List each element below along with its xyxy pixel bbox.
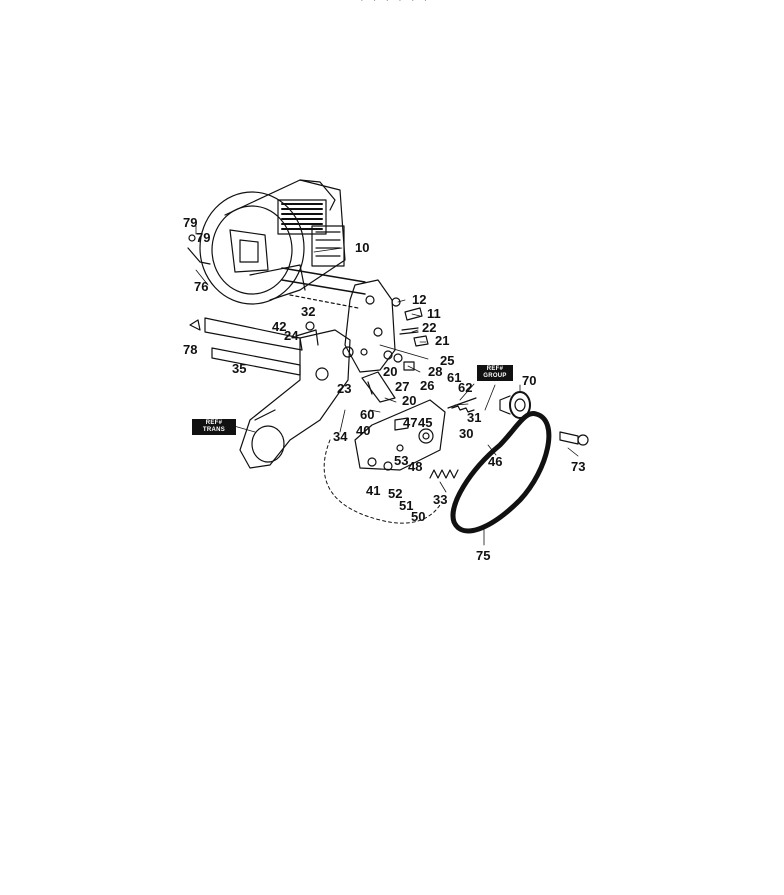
callout-40: 40 — [356, 423, 371, 438]
callout-62: 62 — [458, 380, 473, 395]
callout-78: 78 — [183, 342, 198, 357]
callout-21: 21 — [435, 333, 450, 348]
callout-34: 34 — [333, 429, 348, 444]
callout-46: 46 — [488, 454, 503, 469]
bolt-illustration — [559, 431, 589, 446]
ref-box-right-line1: REF# — [486, 366, 504, 372]
engine-illustration — [199, 179, 366, 309]
callout-50: 50 — [411, 509, 426, 524]
callout-11: 11 — [427, 306, 441, 321]
callout-26: 26 — [420, 378, 435, 393]
callout-25: 25 — [440, 353, 455, 368]
callout-23: 23 — [337, 381, 352, 396]
callout-53: 53 — [394, 453, 409, 468]
belt-illustration — [450, 411, 552, 534]
callout-12: 12 — [412, 292, 427, 307]
frame-arm-illustration — [204, 317, 354, 469]
callout-27: 27 — [395, 379, 410, 394]
ref-box-right: REF# GROUP — [477, 365, 513, 381]
callout-73: 73 — [571, 459, 586, 474]
callout-35: 35 — [232, 361, 247, 376]
callout-79b: 79 — [196, 230, 211, 245]
callout-45: 45 — [418, 415, 433, 430]
callout-79a: 79 — [183, 215, 198, 230]
routing-dashed-line — [323, 439, 441, 524]
ref-box-left-line2: TRANS — [202, 427, 226, 433]
callout-30: 30 — [459, 426, 474, 441]
callout-48: 48 — [408, 459, 423, 474]
callout-75: 75 — [476, 548, 491, 563]
callout-32: 32 — [301, 304, 316, 319]
callout-31: 31 — [467, 410, 482, 425]
hardware-parts — [187, 234, 429, 371]
leader-lines — [195, 225, 579, 546]
idler-bracket-illustration — [354, 399, 446, 471]
callout-51: 51 — [399, 498, 414, 513]
belt-guide-illustration — [361, 371, 396, 403]
callout-10: 10 — [355, 240, 370, 255]
callout-20a: 20 — [383, 364, 398, 379]
callout-47: 47 — [403, 415, 418, 430]
callout-60: 60 — [360, 407, 375, 422]
callout-52: 52 — [388, 486, 403, 501]
callout-24: 24 — [284, 328, 299, 343]
mounting-plate-illustration — [344, 279, 396, 373]
ref-box-right-line2: GROUP — [483, 373, 507, 379]
callout-70: 70 — [522, 373, 537, 388]
callout-41: 41 — [366, 483, 381, 498]
callout-42: 42 — [272, 319, 287, 334]
ref-box-left-line1: REF# — [205, 420, 223, 426]
callout-22: 22 — [422, 320, 437, 335]
callout-20b: 20 — [402, 393, 417, 408]
callout-33: 33 — [433, 492, 448, 507]
header-fragment: · · · · · · — [360, 0, 431, 6]
spring-illustration — [429, 469, 459, 479]
ref-box-left: REF# TRANS — [192, 419, 236, 435]
callout-28: 28 — [428, 364, 443, 379]
callout-61: 61 — [447, 370, 462, 385]
callout-76: 76 — [194, 279, 209, 294]
